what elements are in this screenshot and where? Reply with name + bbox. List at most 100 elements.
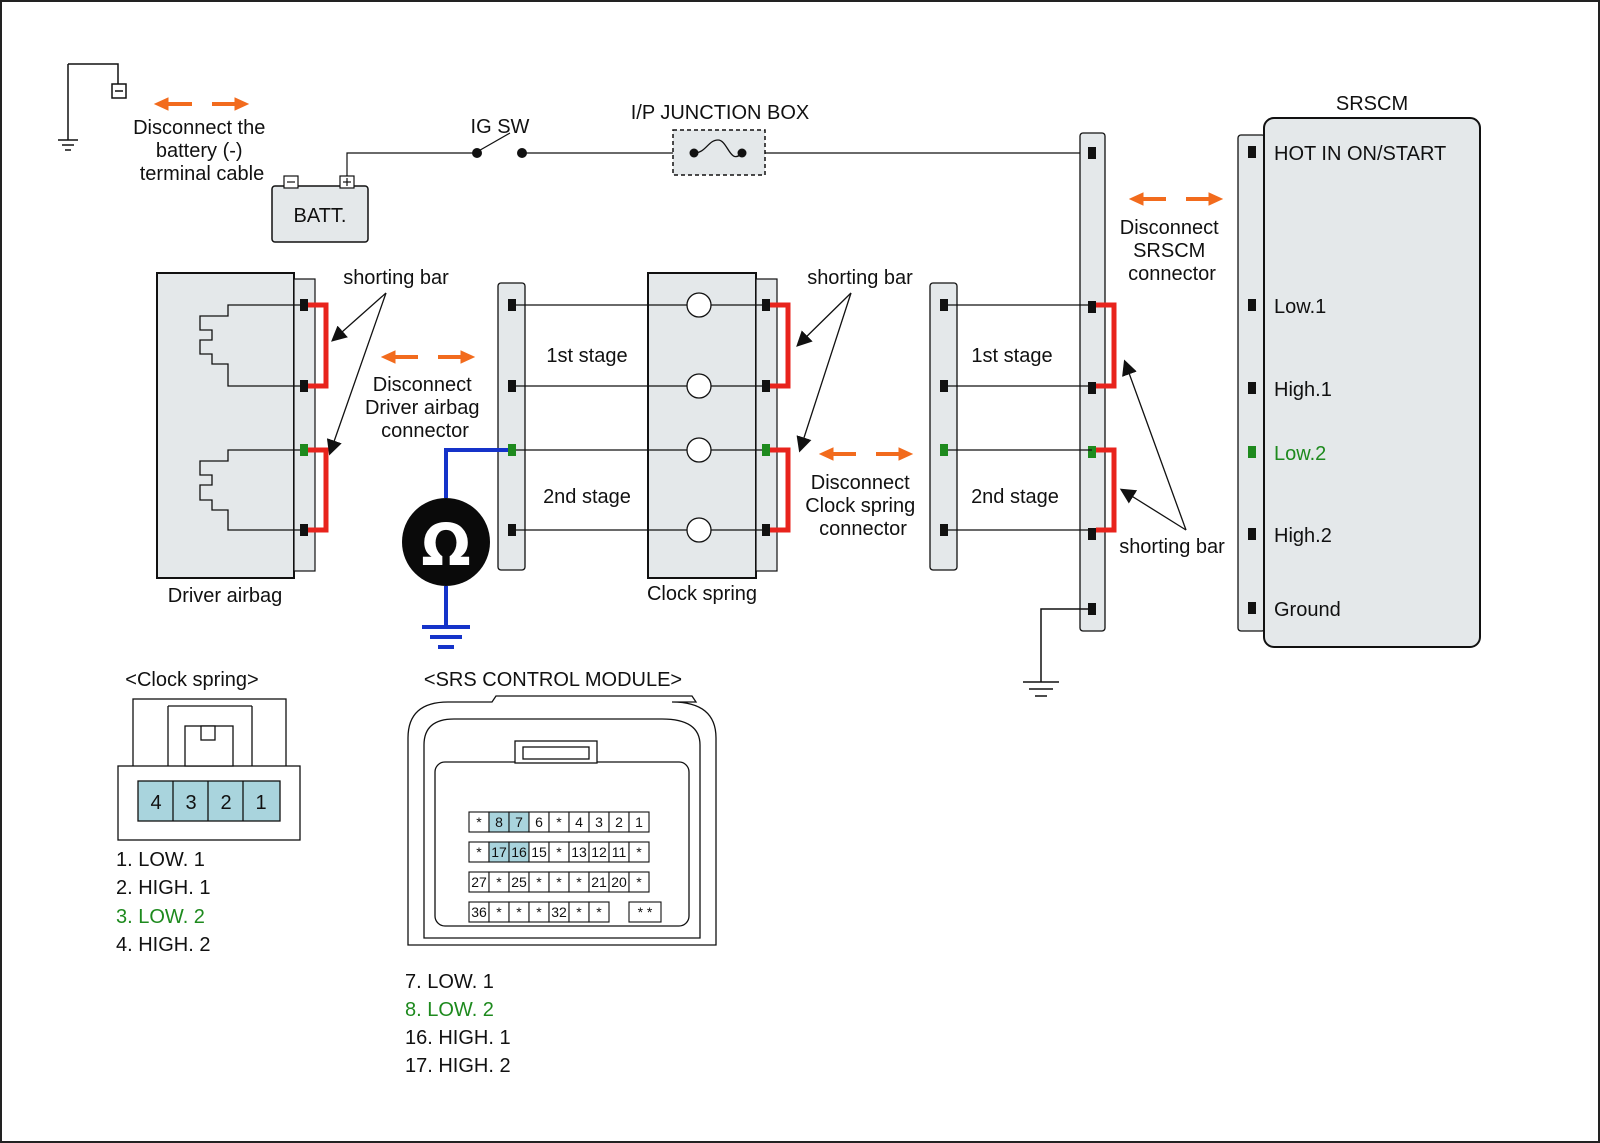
clock-spring-label: Clock spring	[647, 583, 757, 605]
srs-pin-label: *	[556, 874, 562, 890]
srs-pin-label: *	[476, 844, 482, 860]
clock-spring-stage1-label: 1st stage	[546, 345, 627, 367]
battery: BATT.	[271, 175, 369, 243]
srs-pin-label: 17	[491, 844, 507, 860]
srscm-pin-low1	[1248, 299, 1256, 311]
srs-pin-label: *	[596, 904, 602, 920]
srscm-pin-high1	[1248, 382, 1256, 394]
junction-box-fuse	[672, 129, 766, 176]
clock-spring-connector-face	[117, 698, 301, 841]
srs-pin-cell	[628, 871, 650, 893]
battery-label: BATT.	[294, 205, 347, 227]
ig-switch-contact	[472, 148, 482, 158]
srs-pin-label: *	[536, 874, 542, 890]
srscm-shorting-bar-pointers	[1119, 359, 1187, 531]
srs-pin-label: *	[536, 904, 542, 920]
srs-pin-label: * *	[638, 904, 653, 920]
srscm-module	[1263, 117, 1481, 648]
driver-airbag-squib-upper	[199, 304, 304, 387]
srscm-pin-ground	[1248, 602, 1256, 614]
driver-disconnect-label: Disconnect Driver airbag connector	[365, 374, 485, 442]
srs-pin-label: *	[576, 874, 582, 890]
driver-airbag-label: Driver airbag	[168, 585, 282, 607]
srscm-pin-low2-label: Low.2	[1274, 443, 1326, 465]
srs-pin-label: 27	[471, 874, 487, 890]
clock-disconnect-label: Disconnect Clock spring connector	[805, 472, 921, 540]
clock-disconnect-arrow	[818, 447, 914, 461]
clock-spring-stage2-label: 2nd stage	[543, 486, 631, 508]
clock-spring-coils	[686, 292, 712, 543]
srs-pin-label: 36	[471, 904, 487, 920]
srs-pin-label: 32	[551, 904, 567, 920]
clock-spring-pin-2: 2	[220, 792, 231, 814]
srs-pin-label: *	[496, 874, 502, 890]
srs-pin-label: 2	[615, 814, 623, 830]
srs-pin-label: *	[576, 904, 582, 920]
srs-pin-label: 1	[635, 814, 643, 830]
srscm-stage1-label: 1st stage	[971, 345, 1052, 367]
driver-airbag-pins	[300, 299, 308, 536]
driver-disconnect-arrow	[380, 350, 476, 364]
srs-pin-cell	[628, 901, 662, 923]
srs-pin-label: 8	[495, 814, 503, 830]
srs-pin-label: 21	[591, 874, 607, 890]
clock-spring-pin-3: 3	[185, 792, 196, 814]
clock-spring-harness-pins	[508, 299, 516, 536]
srscm-pin-ground-label: Ground	[1274, 599, 1341, 621]
srs-pin-label: 4	[575, 814, 583, 830]
srs-pin-cell	[588, 901, 610, 923]
battery-disconnect-arrow	[153, 97, 250, 111]
srs-legend-3: 16. HIGH. 1	[405, 1027, 511, 1049]
clock-spring-legend-4: 4. HIGH. 2	[116, 934, 210, 956]
srscm-pin-high2-label: High.2	[1274, 525, 1332, 547]
clock-spring-wires	[512, 304, 766, 531]
srscm-shorting-bars	[1096, 302, 1117, 533]
srs-pin-label: 13	[571, 844, 587, 860]
ohm-symbol: Ω	[421, 511, 470, 579]
clock-spring-legend-2: 2. HIGH. 1	[116, 877, 210, 899]
srscm-shorting-bar-label: shorting bar	[1119, 536, 1225, 558]
driver-airbag-shorting-bars	[308, 302, 329, 533]
srscm-pin-high2	[1248, 528, 1256, 540]
srs-pin-cell	[628, 841, 650, 863]
srs-pin-label: *	[636, 874, 642, 890]
srscm-pin-low1-label: Low.1	[1274, 296, 1326, 318]
srs-pin-label: 11	[612, 844, 627, 860]
driver-airbag-connector	[293, 278, 316, 572]
srs-pin-label: *	[556, 814, 562, 830]
power-feed-wire	[346, 132, 1093, 176]
clock-shorting-bar-pointers	[796, 292, 852, 453]
clock-shorting-bar-label: shorting bar	[807, 267, 913, 289]
srscm-title: SRSCM	[1336, 93, 1408, 115]
srscm-disconnect-arrow	[1128, 192, 1224, 206]
srscm-side-harness-pins	[940, 299, 948, 536]
srs-pin-label: 3	[595, 814, 603, 830]
ig-switch-label: IG SW	[471, 116, 530, 138]
clock-spring-connector	[755, 278, 778, 572]
battery-disconnect-label: Disconnect the battery (-) terminal cabl…	[133, 117, 271, 185]
clock-spring-shorting-bars	[770, 302, 791, 533]
srscm-pin-high1-label: High.1	[1274, 379, 1332, 401]
srs-pin-label: *	[556, 844, 562, 860]
srscm-pin-hot-label: HOT IN ON/START	[1274, 143, 1446, 165]
clock-spring-pin-4: 4	[150, 792, 161, 814]
battery-ground-symbol	[58, 63, 127, 151]
driver-airbag	[156, 272, 295, 579]
clock-spring-legend-1: 1. LOW. 1	[116, 849, 205, 871]
srs-pin-label: 12	[591, 844, 607, 860]
srs-pin-label: *	[476, 814, 482, 830]
srs-pin-cell	[628, 811, 650, 833]
srscm-stage2-label: 2nd stage	[971, 486, 1059, 508]
srs-pin-label: 6	[535, 814, 543, 830]
srs-pin-label: 15	[531, 844, 547, 860]
srs-legend-2: 8. LOW. 2	[405, 999, 494, 1021]
srscm-pin-hot	[1248, 146, 1256, 158]
clock-spring-legend-3: 3. LOW. 2	[116, 906, 205, 928]
ig-switch-contact	[517, 148, 527, 158]
srs-pin-label: 7	[515, 814, 523, 830]
ohmmeter: Ω	[402, 448, 508, 649]
srs-legend-1: 7. LOW. 1	[405, 971, 494, 993]
srs-legend-4: 17. HIGH. 2	[405, 1055, 511, 1077]
